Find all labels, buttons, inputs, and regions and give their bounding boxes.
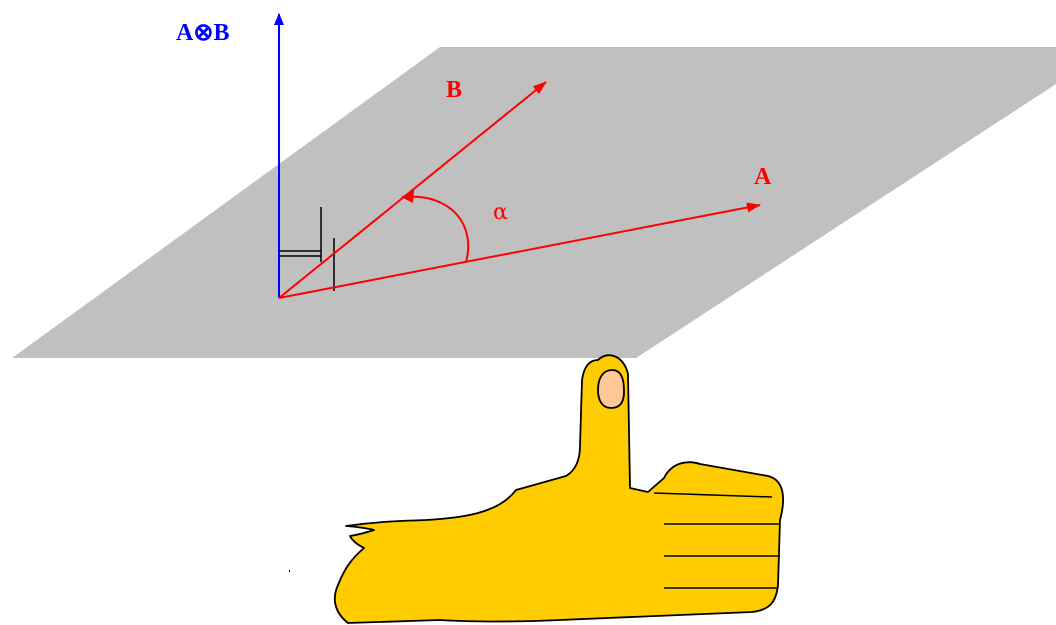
angle-arc-arrowhead <box>401 190 414 203</box>
stray-dot <box>289 570 290 572</box>
vector-b-label: B <box>446 77 462 103</box>
vector-a-label: A <box>754 164 772 190</box>
cross-product-label: A⊗B <box>176 20 229 46</box>
plane <box>12 47 1056 358</box>
angle-arc <box>403 195 470 263</box>
right-hand-icon <box>333 354 784 624</box>
right-angle-marks <box>279 207 335 291</box>
thumbnail <box>597 369 625 409</box>
vector-b <box>278 81 547 299</box>
angle-label: α <box>493 200 508 225</box>
vector-a <box>278 202 761 299</box>
finger-lines <box>653 492 780 589</box>
hand-shape <box>333 354 784 624</box>
